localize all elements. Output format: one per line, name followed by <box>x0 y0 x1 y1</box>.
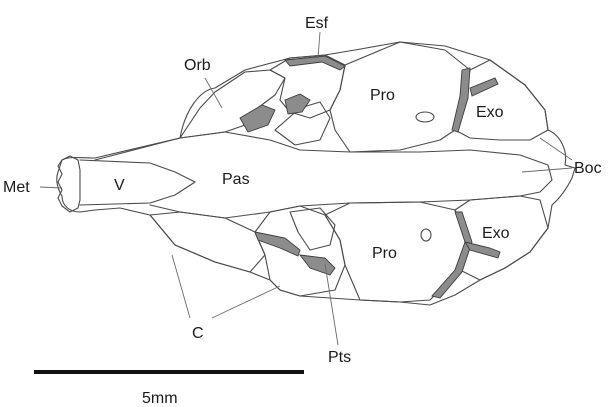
label-v: V <box>114 177 125 194</box>
leader-orb <box>205 78 222 108</box>
label-pas: Pas <box>222 171 250 188</box>
label-exo-upper: Exo <box>476 104 504 121</box>
label-pro-lower: Pro <box>372 245 397 262</box>
label-pts: Pts <box>328 349 351 366</box>
label-esf: Esf <box>305 15 329 32</box>
suture-lower-left <box>255 232 300 256</box>
lower-process <box>290 208 335 250</box>
met-bone <box>58 156 80 212</box>
leader-boc-upper <box>540 138 572 160</box>
suture-upper-left <box>240 105 275 132</box>
foramen-lower <box>421 229 431 241</box>
label-exo-lower: Exo <box>482 225 510 242</box>
leader-esf <box>318 32 320 58</box>
pas-bone <box>95 132 552 218</box>
suture-lower-mid <box>300 255 335 275</box>
leader-boc-lower <box>522 168 572 172</box>
foramen-upper <box>416 112 434 122</box>
leader-met <box>40 187 62 188</box>
orb-bone <box>180 70 285 138</box>
label-met: Met <box>3 179 30 196</box>
leader-c-left <box>172 255 190 318</box>
pro-upper-bone <box>330 42 470 152</box>
leader-c-right <box>212 286 280 318</box>
leader-pts <box>325 264 338 345</box>
suture-exo-lower-mid <box>465 242 500 258</box>
label-pro-upper: Pro <box>370 87 395 104</box>
c-bone <box>150 212 265 272</box>
label-orb: Orb <box>184 57 211 74</box>
suture-pro-exo-upper <box>452 68 470 132</box>
scale-bar-label: 5mm <box>142 390 178 407</box>
v-bone <box>80 160 195 205</box>
suture-upper-mid <box>285 94 310 114</box>
label-c: C <box>192 325 204 342</box>
suture-pro-exo-lower <box>432 212 472 298</box>
suture-exo-upper-bottom <box>470 78 498 96</box>
label-boc: Boc <box>574 160 602 177</box>
